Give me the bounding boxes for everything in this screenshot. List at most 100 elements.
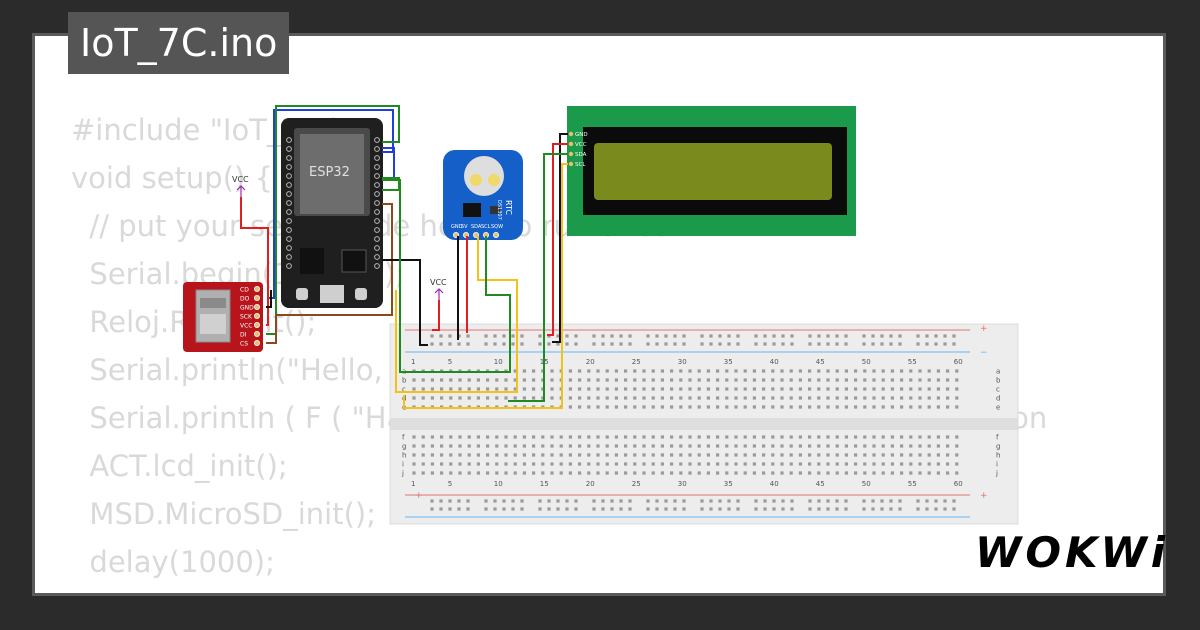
svg-text:+: + [415,491,423,501]
wires[interactable] [240,105,568,409]
wire-black-sd [266,290,272,308]
sd-pin-label: CS [240,341,248,348]
wire-yellow-rtc [395,236,518,393]
column-number: 40 [770,358,779,366]
sd-pin-label: GND [240,305,254,312]
lcd-pin-label: GND [575,132,588,138]
vcc-symbol-2: VCC [430,278,447,300]
column-number: 50 [862,480,871,488]
row-letter: h [402,452,406,460]
code-line: ACT.lcd_init(); [71,449,288,483]
code-line: delay(1000); [71,545,275,579]
column-number: 20 [586,358,595,366]
column-number: 45 [816,480,825,488]
rtc-pin-label: SCL [481,224,491,230]
column-number: 40 [770,480,779,488]
svg-text:+: + [980,324,988,334]
row-letter: i [996,461,998,469]
column-number: 25 [632,480,641,488]
rtc-pin-label: 5V [461,224,468,230]
rtc-pin-label: SQW [491,224,503,230]
lcd-pin-label: SCL [575,162,586,168]
wire-black-lcd [552,133,568,343]
column-number: 10 [494,480,503,488]
row-letter: g [402,443,406,451]
lcd-pin-label: VCC [575,142,587,148]
row-letter: j [401,470,404,478]
svg-text:VCC: VCC [430,278,447,287]
rtc-sub-label: DS1307 [496,200,502,220]
rtc-pin-label: GND [451,224,463,230]
row-letter: g [996,443,1000,451]
sd-pin-label: SCK [240,314,253,321]
column-number: 60 [954,480,963,488]
row-letter: e [996,404,1000,412]
row-letter: d [996,395,1000,403]
code-line: MSD.MicroSD_init(); [71,497,376,531]
row-letter: f [996,434,999,442]
rtc-label: RTC [504,200,513,215]
row-letter: b [996,377,1001,385]
row-letter: c [402,386,406,394]
wire-green-1 [266,105,400,335]
wire-green-lcd [508,153,568,402]
column-number: 50 [862,358,871,366]
wire-yellow-lcd [403,163,568,409]
wire-blue [268,109,394,299]
column-number: 55 [908,480,917,488]
microsd-pins: CD DO GND SCK VCC DI CS [240,285,260,348]
column-number: 15 [540,480,549,488]
lcd-pins: GND VCC SDA SCL [568,131,588,168]
column-number: 35 [724,358,733,366]
column-number: 30 [678,480,687,488]
wire-red-sd [240,197,269,326]
wire-green-rtc [382,179,511,373]
microsd-module[interactable]: CD DO GND SCK VCC DI CS [183,282,263,352]
code-preview: #include "IoT_7C.h"void setup() { // put… [71,106,1047,593]
wire-red-lcd [547,143,568,336]
column-number: 5 [448,358,452,366]
wire-brown [266,203,393,344]
esp32-board[interactable]: ESP32 [281,118,383,308]
esp32-pins [286,137,380,269]
svg-text:−: − [980,348,988,358]
column-number: 1 [411,358,415,366]
svg-text:VCC: VCC [232,175,249,184]
esp32-label: ESP32 [309,165,350,180]
row-letter: h [996,452,1000,460]
column-number: 60 [954,358,963,366]
column-number: 10 [494,358,503,366]
column-number: 55 [908,358,917,366]
sd-pin-label: VCC [240,323,252,330]
column-number: 5 [448,480,452,488]
row-letter: c [996,386,1000,394]
column-number: 35 [724,480,733,488]
column-number: 20 [586,480,595,488]
svg-text:+: + [980,491,988,501]
column-number: 30 [678,358,687,366]
sd-pin-label: DO [240,296,250,303]
lcd-display[interactable]: GND VCC SDA SCL [567,106,856,236]
column-number: 1 [411,480,415,488]
row-letter: f [402,434,405,442]
row-letter: b [402,377,407,385]
sd-pin-label: DI [240,332,247,339]
rtc-pin-label: SDA [471,224,482,230]
row-letter: j [995,470,998,478]
vcc-symbol-1: VCC [232,175,249,197]
wire-red-vcc2 [432,300,440,331]
sd-pin-label: CD [240,287,249,294]
lcd-pin-label: SDA [575,152,587,158]
row-letter: a [996,368,1000,376]
project-title[interactable]: IoT_7C.ino [68,12,290,74]
column-number: 45 [816,358,825,366]
code-line: void setup() { [71,161,273,195]
wokwi-logo: WOKWi [975,528,1170,577]
row-letter: i [402,461,404,469]
